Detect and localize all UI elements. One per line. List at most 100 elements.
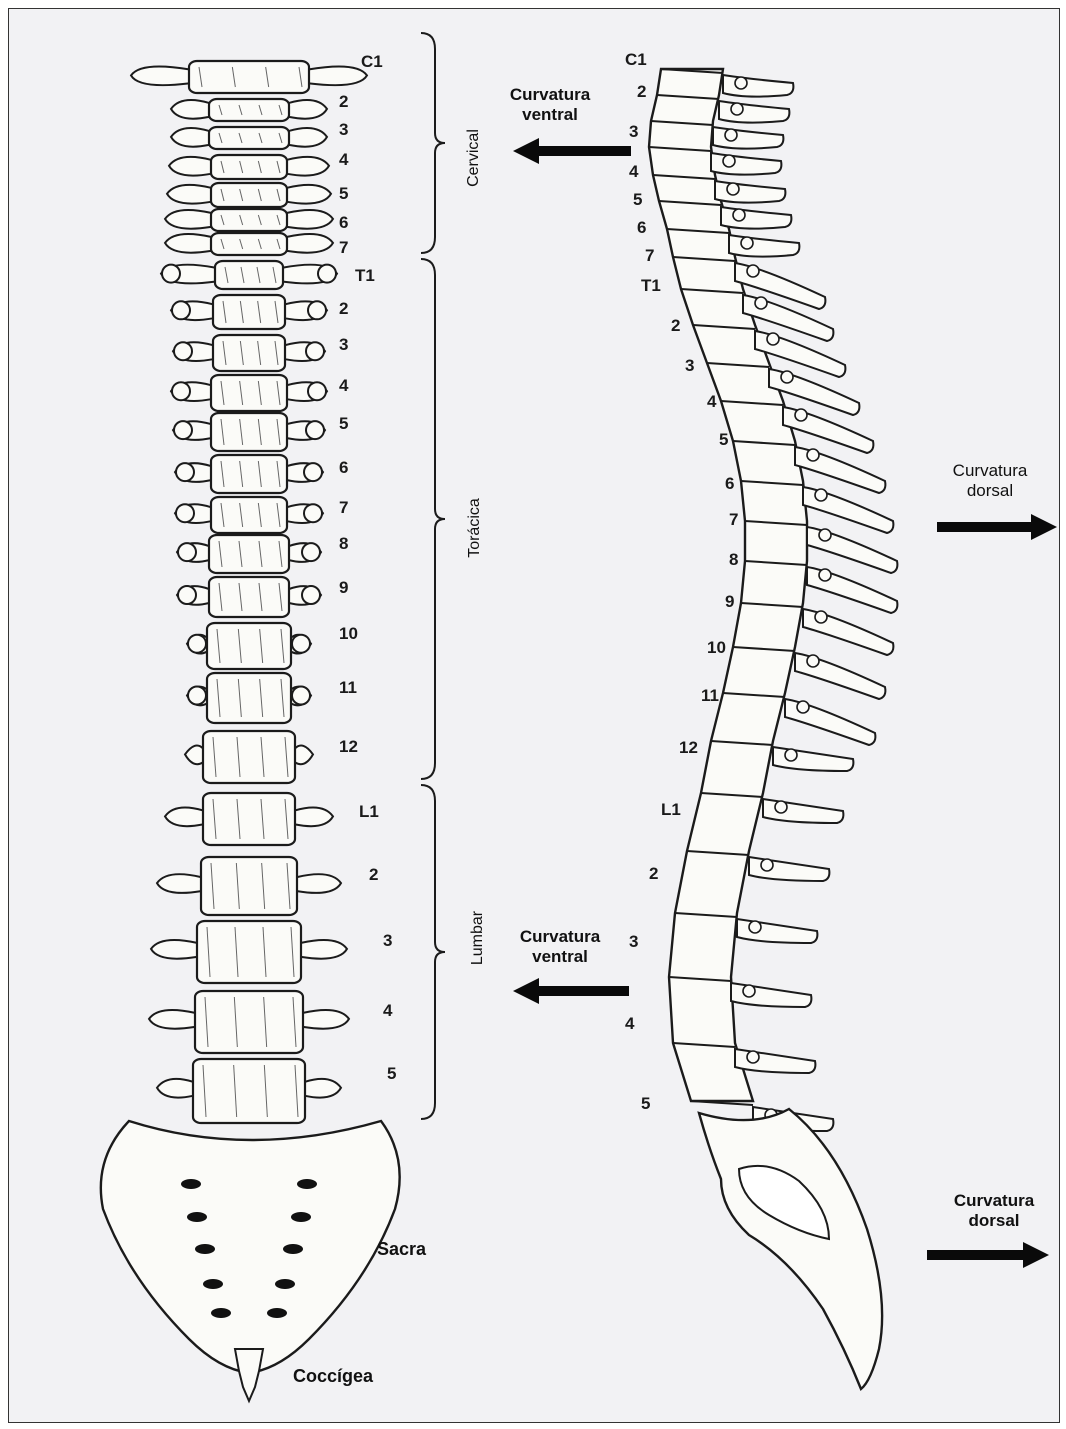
lateral-facet-seg-9: [755, 297, 767, 309]
arrow-lumbar-ventral: [513, 978, 629, 1004]
side-label-c6: 6: [637, 219, 646, 236]
front-left-process-c2: [171, 100, 209, 119]
lateral-facet-seg-20: [785, 749, 797, 761]
front-label-t10: 10: [339, 625, 358, 642]
lateral-facet-seg-22: [761, 859, 773, 871]
front-left-process-l3: [151, 940, 197, 959]
lateral-spinous-process-seg-4: [711, 153, 781, 175]
front-vertebra-c1: [131, 61, 367, 93]
front-label-c1: C1: [361, 53, 383, 70]
front-left-process-l1: [165, 807, 203, 826]
front-vertebra-t6: [175, 455, 323, 493]
front-vertebra-t9: [177, 577, 321, 617]
side-label-t8: 8: [729, 551, 738, 568]
front-right-facet-t5: [306, 421, 324, 439]
side-label-t3: 3: [685, 357, 694, 374]
front-vertebra-c7: [165, 233, 333, 255]
curvature-lumbar-label: Curvatura ventral: [505, 927, 615, 967]
lateral-facet-seg-25: [747, 1051, 759, 1063]
curvature-sacral-word: Curvatura: [939, 1191, 1049, 1211]
front-right-facet-t9: [302, 586, 320, 604]
curvature-cervical-word: Curvatura: [495, 85, 605, 105]
side-label-t10: 10: [707, 639, 726, 656]
lateral-facet-seg-23: [749, 921, 761, 933]
front-right-facet-t3: [306, 342, 324, 360]
sacral-foramen-right-2: [291, 1212, 311, 1222]
front-label-t8: 8: [339, 535, 348, 552]
front-vertebra-t5: [173, 413, 325, 451]
front-vertebra-l2: [157, 857, 341, 915]
side-label-c5: 5: [633, 191, 642, 208]
front-label-t12: 12: [339, 738, 358, 755]
front-label-t3: 3: [339, 336, 348, 353]
front-vertebra-t7: [175, 497, 323, 533]
front-left-facet-t11: [188, 687, 206, 705]
lateral-facet-seg-6: [733, 209, 745, 221]
front-left-process-c4: [169, 157, 211, 176]
side-label-t12: 12: [679, 739, 698, 756]
front-vertebra-c3: [171, 127, 327, 149]
front-right-process-c6: [287, 210, 333, 229]
front-vertebra-t3: [173, 335, 325, 371]
front-label-c4: 4: [339, 151, 348, 168]
region-label-coccygeal: Coccígea: [293, 1366, 373, 1387]
front-left-facet-t3: [174, 342, 192, 360]
region-label-sacral: Sacra: [377, 1239, 426, 1260]
lateral-spinous-process-seg-7: [729, 235, 799, 257]
front-label-t2: 2: [339, 300, 348, 317]
lateral-facet-seg-10: [767, 333, 779, 345]
front-vertebra-l4: [149, 991, 349, 1053]
curvature-thoracic-word: Curvatura: [935, 461, 1045, 481]
lateral-facet-seg-3: [725, 129, 737, 141]
lateral-facet-seg-12: [795, 409, 807, 421]
front-label-t11: 11: [339, 679, 357, 696]
front-vertebra-l5: [157, 1059, 341, 1123]
curvature-sacral-direction: dorsal: [939, 1211, 1049, 1231]
front-left-facet-t7: [176, 504, 194, 522]
front-vertebra-t8: [177, 535, 321, 573]
front-vertebra-c4: [169, 155, 329, 179]
curvature-cervical-label: Curvatura ventral: [495, 85, 605, 125]
front-label-t5: 5: [339, 415, 348, 432]
side-label-t2: 2: [671, 317, 680, 334]
side-label-l1: L1: [661, 801, 681, 818]
front-vertebra-t1: [161, 261, 337, 289]
side-label-l4: 4: [625, 1015, 634, 1032]
front-right-process-t12: [295, 745, 313, 764]
front-left-facet-t2: [172, 301, 190, 319]
lateral-spine-view: [649, 69, 897, 1389]
front-right-facet-t10: [292, 635, 310, 653]
lateral-facet-seg-17: [815, 611, 827, 623]
side-label-c7: 7: [645, 247, 654, 264]
sacral-foramen-right-1: [297, 1179, 317, 1189]
front-label-l1: L1: [359, 803, 379, 820]
lateral-spinous-process-seg-21: [763, 799, 843, 823]
curvature-lumbar-direction: ventral: [505, 947, 615, 967]
front-right-facet-t6: [304, 463, 322, 481]
sacral-foramen-right-3: [283, 1244, 303, 1254]
front-right-process-c7: [287, 234, 333, 253]
front-right-process-l2: [297, 874, 341, 893]
front-vertebra-c2: [171, 99, 327, 121]
front-right-process-c3: [289, 128, 327, 147]
front-vertebra-t10: [187, 623, 311, 669]
side-label-t6: 6: [725, 475, 734, 492]
region-label-lumbar: Lumbar: [469, 911, 487, 965]
arrow-thoracic-dorsal: [937, 514, 1057, 540]
side-label-c3: 3: [629, 123, 638, 140]
arrow-sacral-dorsal: [927, 1242, 1049, 1268]
front-body-t2: [213, 295, 285, 329]
lateral-facet-seg-21: [775, 801, 787, 813]
front-label-t4: 4: [339, 377, 348, 394]
front-left-facet-t4: [172, 382, 190, 400]
lateral-facet-seg-11: [781, 371, 793, 383]
sacrum: [101, 1121, 400, 1373]
front-left-facet-t9: [178, 586, 196, 604]
sacral-foramen-left-1: [181, 1179, 201, 1189]
lateral-spinous-process-seg-3: [713, 127, 783, 149]
front-label-l5: 5: [387, 1065, 396, 1082]
lateral-spinous-process-seg-22: [749, 857, 829, 881]
front-left-process-l2: [157, 874, 201, 893]
lateral-facet-seg-8: [747, 265, 759, 277]
front-body-t12: [203, 731, 295, 783]
